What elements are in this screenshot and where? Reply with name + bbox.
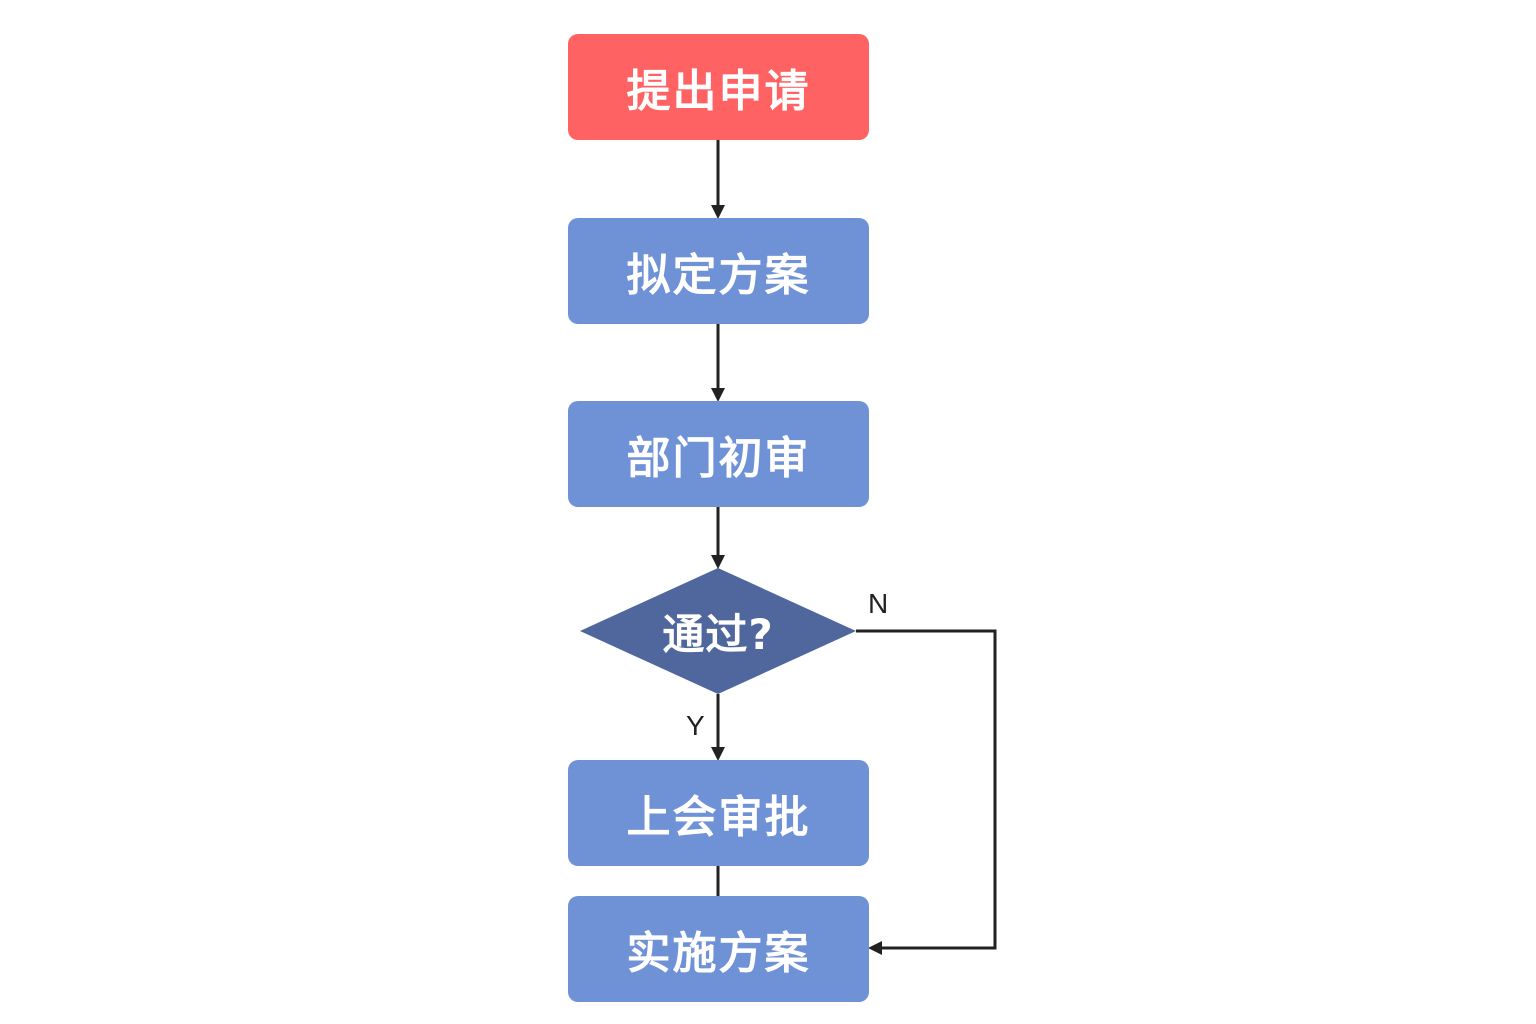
department-review-node: 部门初审 (568, 401, 869, 507)
decision-node: 通过? (580, 568, 856, 694)
implement-plan-node: 实施方案 (568, 896, 869, 1002)
start-node-label: 提出申请 (626, 66, 811, 117)
decision-diamond (580, 568, 856, 694)
meeting-approval-label: 上会审批 (626, 792, 811, 843)
department-review-label: 部门初审 (626, 433, 811, 484)
start-node: 提出申请 (568, 34, 869, 140)
meeting-approval-node: 上会审批 (568, 760, 869, 866)
draft-plan-node: 拟定方案 (568, 218, 869, 324)
no-branch-label: N (868, 588, 889, 619)
decision-label: 通过? (662, 609, 774, 659)
yes-branch-label: Y (686, 710, 705, 741)
implement-plan-label: 实施方案 (626, 928, 811, 979)
edge-decision-no (856, 629, 997, 955)
draft-plan-label: 拟定方案 (626, 250, 811, 301)
